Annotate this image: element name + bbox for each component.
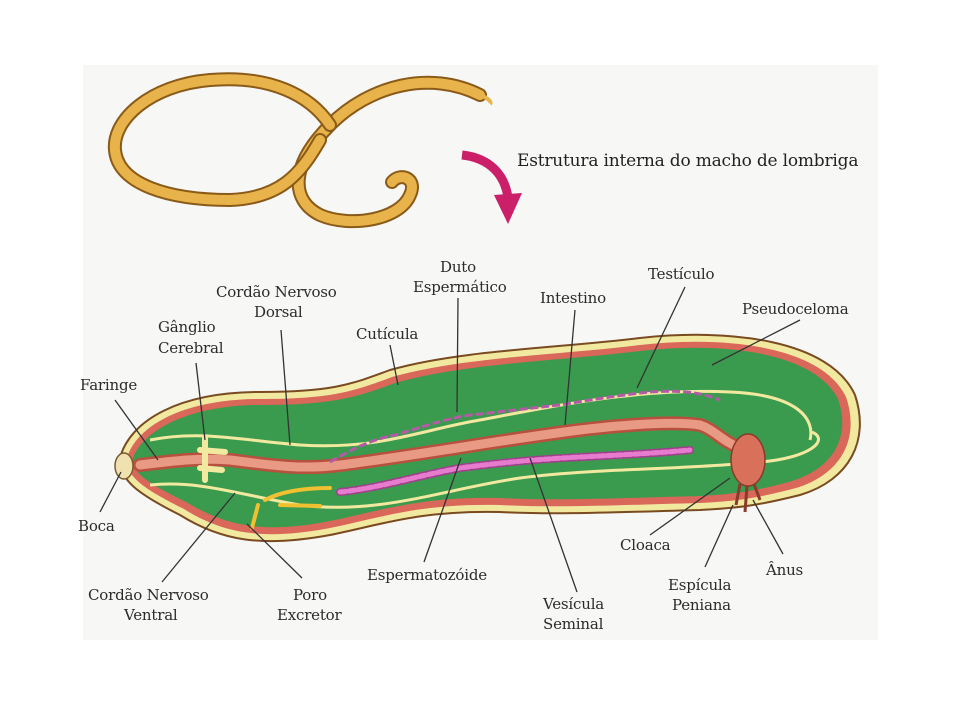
label-vesicula-seminal-line1: Vesícula bbox=[543, 595, 605, 613]
label-cordao-ventral-line1: Cordão Nervoso bbox=[88, 586, 209, 604]
label-poro-excretor-line2: Excretor bbox=[277, 606, 342, 624]
label-pseudoceloma: Pseudoceloma bbox=[742, 300, 849, 318]
label-anus: Ânus bbox=[766, 561, 804, 579]
label-espicula-peniana-line2: Peniana bbox=[672, 596, 731, 614]
label-cordao-dorsal-line2: Dorsal bbox=[254, 303, 303, 321]
label-faringe: Faringe bbox=[80, 376, 138, 394]
label-espermatozoide: Espermatozóide bbox=[367, 566, 487, 584]
label-testiculo: Testículo bbox=[648, 265, 715, 283]
label-duto-espermatico-line2: Espermático bbox=[413, 278, 507, 296]
label-intestino: Intestino bbox=[540, 289, 606, 307]
label-poro-excretor-line1: Poro bbox=[293, 586, 327, 604]
figure-title: Estrutura interna do macho de lombriga bbox=[517, 151, 859, 171]
label-espicula-peniana-line1: Espícula bbox=[668, 576, 732, 594]
label-cordao-dorsal-line1: Cordão Nervoso bbox=[216, 283, 337, 301]
label-cuticula: Cutícula bbox=[356, 325, 419, 343]
worm-body-section bbox=[114, 333, 861, 543]
label-boca: Boca bbox=[78, 517, 115, 535]
label-ganglio-cerebral-line2: Cerebral bbox=[158, 339, 224, 357]
leader-lines bbox=[99, 286, 801, 593]
label-vesicula-seminal-line2: Seminal bbox=[543, 615, 604, 633]
label-cloaca: Cloaca bbox=[620, 536, 671, 554]
label-duto-espermatico-line1: Duto bbox=[440, 258, 476, 276]
label-cordao-ventral-line2: Ventral bbox=[124, 606, 178, 624]
arrow-down-icon bbox=[461, 150, 522, 224]
whole-worm-icon bbox=[107, 72, 493, 229]
label-ganglio-cerebral-line1: Gânglio bbox=[158, 318, 216, 336]
